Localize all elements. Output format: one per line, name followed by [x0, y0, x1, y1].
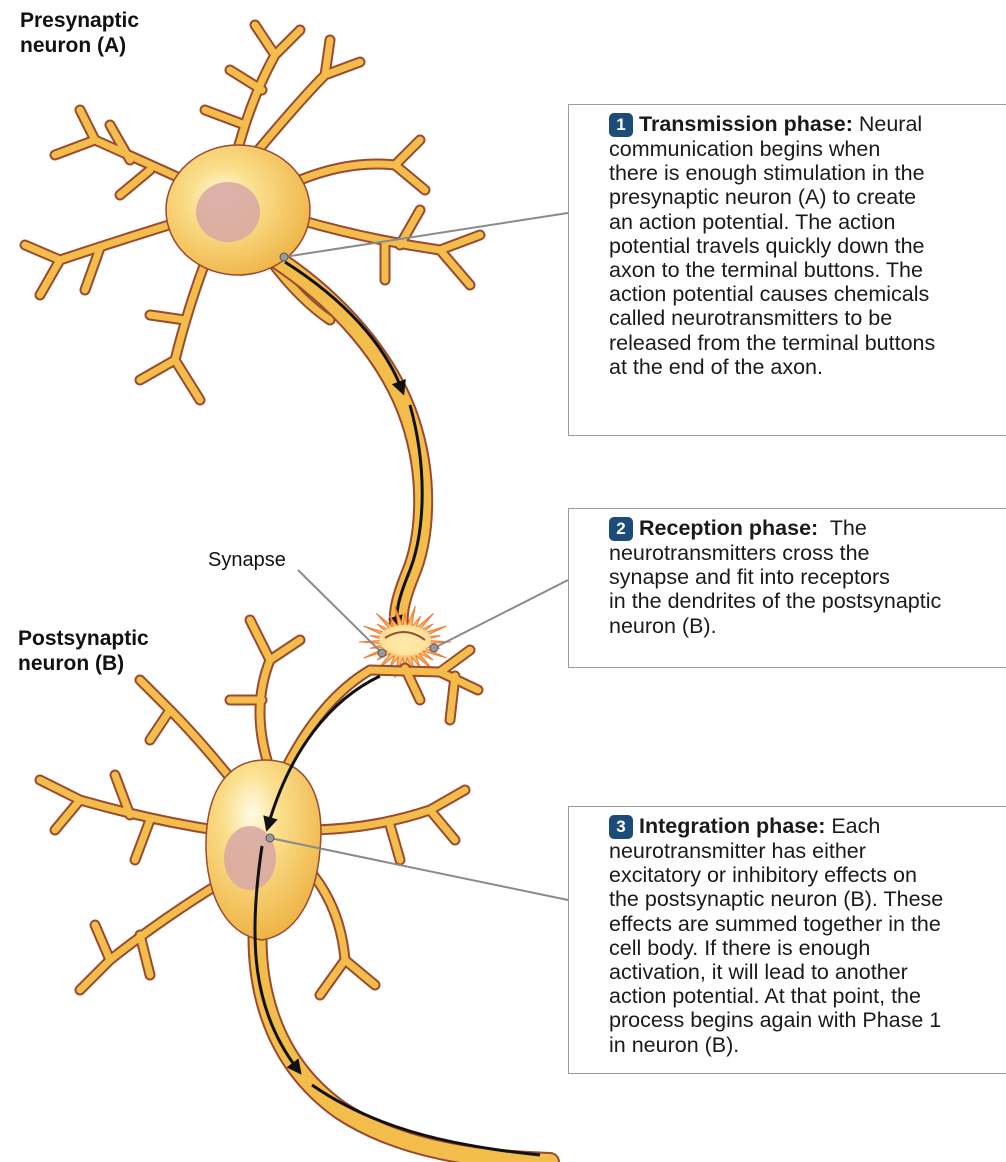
- postsynaptic-neuron: [40, 620, 550, 1162]
- pointer-dot-3: [266, 834, 274, 842]
- phase-3-line: in neuron (B).: [609, 1033, 999, 1057]
- synapse-label: Synapse: [208, 549, 286, 572]
- phase-2-badge: 2: [609, 517, 633, 541]
- phase-1-line: potential travels quickly down the: [609, 234, 999, 258]
- phase-3-line: excitatory or inhibitory effects on: [609, 863, 999, 887]
- phase-1-line: action potential causes chemicals: [609, 282, 999, 306]
- phase-2-line: neurotransmitters cross the: [609, 541, 999, 565]
- postsynaptic-axon: [258, 900, 550, 1162]
- pointer-dot-synapse: [378, 649, 386, 657]
- phase-1-line: called neurotransmitters to be: [609, 306, 999, 330]
- presynaptic-label: Presynaptic neuron (A): [20, 8, 139, 58]
- presynaptic-label-line2: neuron (A): [20, 33, 139, 58]
- phase-1-line: axon to the terminal buttons. The: [609, 258, 999, 282]
- phase-2-line: neuron (B).: [609, 614, 999, 638]
- phase-3-line: action potential. At that point, the: [609, 984, 999, 1008]
- phase-1-line: Neural: [853, 112, 922, 136]
- presynaptic-neuron: [25, 25, 480, 635]
- phase-3-line: process begins again with Phase 1: [609, 1008, 999, 1032]
- phase-1-heading: Transmission phase:: [639, 112, 853, 136]
- phase-1-line: at the end of the axon.: [609, 355, 999, 379]
- postsynaptic-label: Postsynaptic neuron (B): [18, 626, 149, 676]
- phase-2-line: The: [818, 516, 867, 540]
- leader-line-synapse: [298, 570, 382, 653]
- phase-3-line: Each: [825, 814, 880, 838]
- phase-1-line: released from the terminal buttons: [609, 331, 999, 355]
- postsynaptic-label-line2: neuron (B): [18, 651, 149, 676]
- phase-3-badge: 3: [609, 815, 633, 839]
- phase-3-line: the postsynaptic neuron (B). These: [609, 887, 999, 911]
- phase-1-line: there is enough stimulation in the: [609, 161, 999, 185]
- phase-3-line: effects are summed together in the: [609, 912, 999, 936]
- pointer-dot-2: [430, 644, 438, 652]
- phase-2-heading: Reception phase:: [639, 516, 818, 540]
- presynaptic-label-line1: Presynaptic: [20, 8, 139, 33]
- phase-1-line: communication begins when: [609, 137, 999, 161]
- postsynaptic-label-line1: Postsynaptic: [18, 626, 149, 651]
- phase-3-line: activation, it will lead to another: [609, 960, 999, 984]
- presynaptic-nucleus: [196, 182, 260, 242]
- phase-2-line: in the dendrites of the postsynaptic: [609, 589, 999, 613]
- phase-3-line: neurotransmitter has either: [609, 839, 999, 863]
- phase-1-line: presynaptic neuron (A) to create: [609, 185, 999, 209]
- phase-3-heading: Integration phase:: [639, 814, 825, 838]
- phase-2-line: synapse and fit into receptors: [609, 565, 999, 589]
- leader-line-2: [434, 580, 568, 648]
- phase-1-badge: 1: [609, 113, 633, 137]
- pointer-dot-1: [280, 253, 288, 261]
- phase-3-line: cell body. If there is enough: [609, 936, 999, 960]
- phase-1-line: an action potential. The action: [609, 210, 999, 234]
